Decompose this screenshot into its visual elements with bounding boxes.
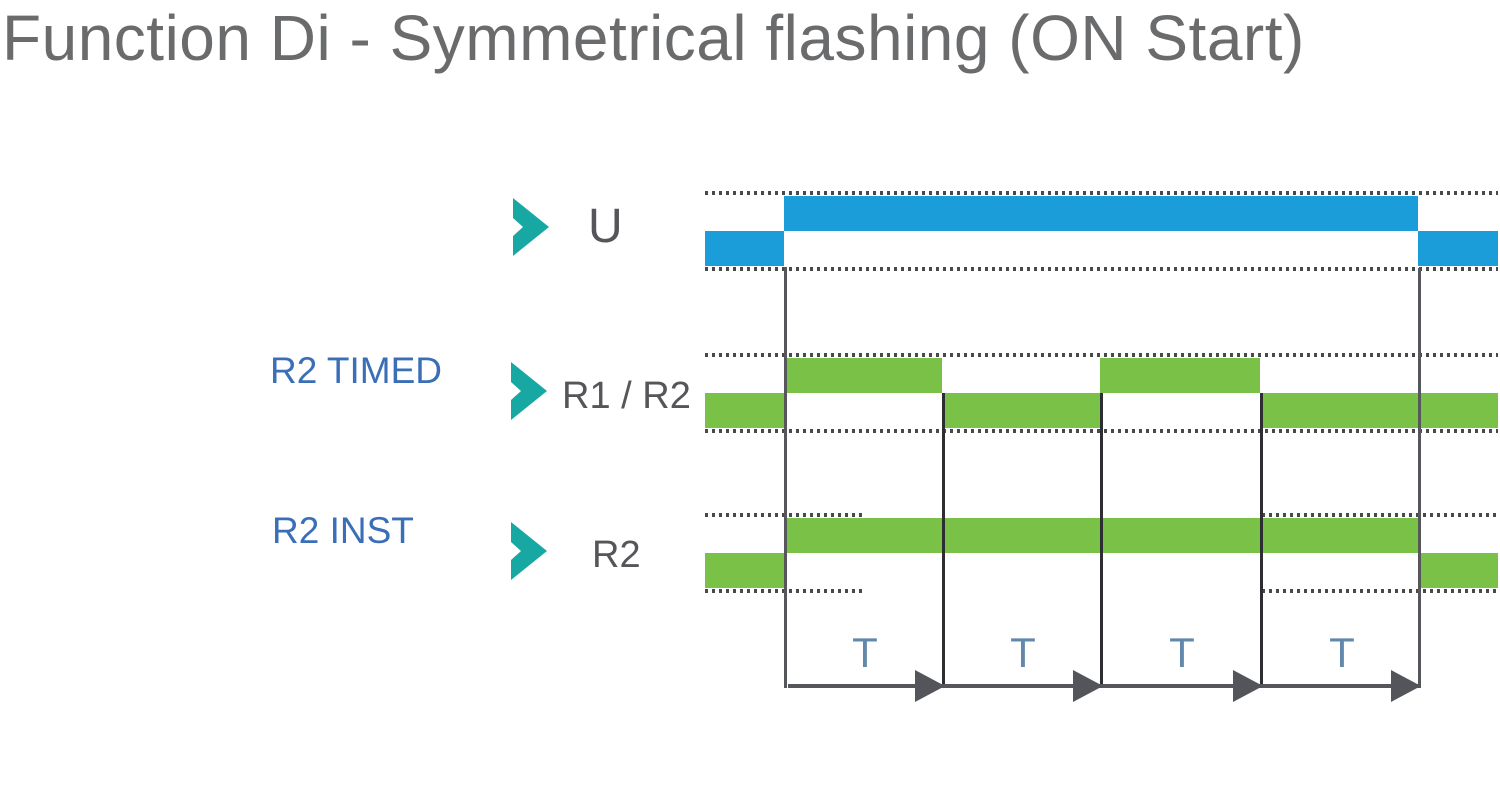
side-label-r2-timed: R2 TIMED [270, 350, 443, 391]
signal-bar-r1r2-low [942, 393, 1100, 428]
transition-line [1260, 393, 1263, 688]
signal-bar-r1r2-high [784, 358, 942, 393]
timeline-axis [788, 684, 1420, 688]
signal-bar-r1r2-low [705, 393, 784, 428]
signal-label-r2: R2 [592, 534, 641, 576]
page-title: Function Di - Symmetrical flashing (ON S… [2, 2, 1305, 74]
arrowhead-icon [1233, 670, 1263, 702]
arrowhead-icon [915, 670, 945, 702]
interval-label: T [852, 629, 878, 676]
dotted-reference-line [705, 267, 1498, 271]
arrowhead-icon [1073, 670, 1103, 702]
interval-label: T [1329, 629, 1355, 676]
chevron-right-icon [511, 522, 547, 580]
dotted-reference-line [1262, 589, 1498, 593]
side-label-r2-inst: R2 INST [272, 510, 414, 551]
signal-bar-u-low [1418, 231, 1498, 266]
signal-label-r1-r2: R1 / R2 [562, 375, 691, 417]
signal-bar-r1r2-high [1100, 358, 1260, 393]
transition-line [942, 393, 945, 688]
dotted-reference-line [705, 353, 1498, 357]
signal-bar-u-low [705, 231, 784, 266]
arrowhead-icon [1391, 670, 1421, 702]
transition-line [784, 267, 787, 688]
signal-bar-r2-low [1418, 553, 1498, 588]
dotted-reference-line [1262, 513, 1498, 517]
dotted-reference-line [705, 191, 1498, 195]
signal-bar-r1r2-low [1260, 393, 1498, 428]
interval-label: T [1169, 629, 1195, 676]
signal-label-u: U [588, 200, 623, 253]
chevron-right-icon [511, 362, 547, 420]
interval-label: T [1010, 629, 1036, 676]
signal-bar-u-high [784, 196, 1418, 231]
chevron-right-icon [513, 198, 549, 256]
transition-line [1418, 268, 1421, 688]
transition-line [1100, 393, 1103, 688]
signal-bar-r2-low [705, 553, 784, 588]
